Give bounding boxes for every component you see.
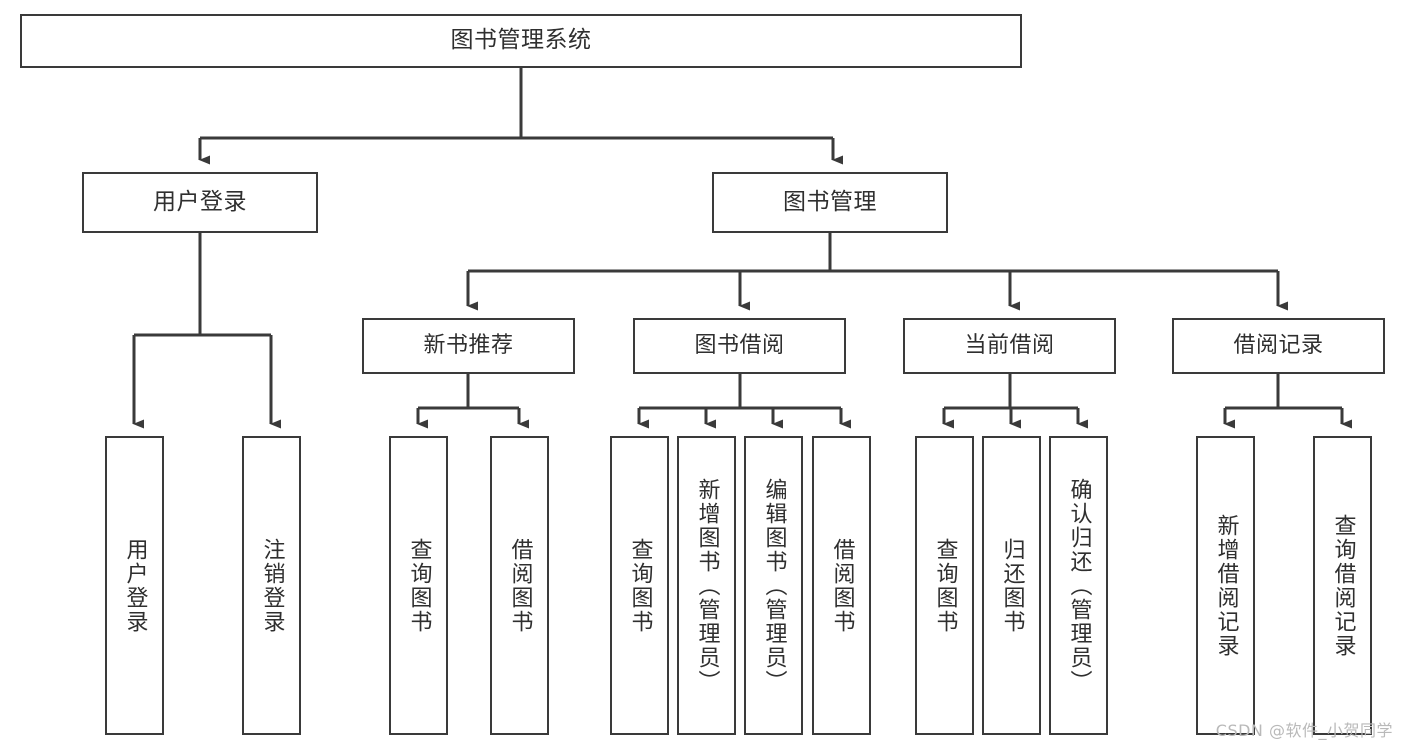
- node-leaf-current-borrow-return[interactable]: 归还图书: [982, 436, 1041, 735]
- csdn-watermark: CSDN @软件_小贺同学: [1215, 721, 1393, 740]
- node-leaf-label: 新增图书（管理员）: [694, 477, 720, 694]
- node-borrow-record-label: 借阅记录: [1233, 332, 1324, 358]
- node-new-book-recommend[interactable]: 新书推荐: [362, 318, 575, 374]
- node-leaf-book-borrow-query[interactable]: 查询图书: [610, 436, 669, 735]
- node-leaf-label: 借阅图书: [507, 537, 533, 634]
- node-book-management[interactable]: 图书管理: [712, 172, 948, 233]
- node-leaf-label: 查询图书: [932, 537, 958, 634]
- node-book-management-label: 图书管理: [783, 188, 877, 215]
- node-leaf-label: 查询图书: [627, 537, 653, 634]
- node-user-login[interactable]: 用户登录: [82, 172, 318, 233]
- node-leaf-label: 查询图书: [406, 537, 432, 634]
- node-leaf-label: 确认归还（管理员）: [1066, 477, 1092, 694]
- node-current-borrow-label: 当前借阅: [964, 332, 1055, 358]
- node-leaf-current-borrow-query[interactable]: 查询图书: [915, 436, 974, 735]
- node-leaf-user-login-login[interactable]: 用户登录: [105, 436, 164, 735]
- node-leaf-label: 新增借阅记录: [1213, 513, 1239, 658]
- node-leaf-label: 查询借阅记录: [1330, 513, 1356, 658]
- node-leaf-book-borrow-borrow[interactable]: 借阅图书: [812, 436, 871, 735]
- node-leaf-label: 编辑图书（管理员）: [761, 477, 787, 694]
- node-leaf-label: 归还图书: [999, 537, 1025, 634]
- node-leaf-label: 用户登录: [122, 537, 148, 634]
- node-current-borrow[interactable]: 当前借阅: [903, 318, 1116, 374]
- node-leaf-book-borrow-edit[interactable]: 编辑图书（管理员）: [744, 436, 803, 735]
- node-leaf-borrow-record-add[interactable]: 新增借阅记录: [1196, 436, 1255, 735]
- node-leaf-borrow-record-query[interactable]: 查询借阅记录: [1313, 436, 1372, 735]
- node-book-borrow-label: 图书借阅: [694, 332, 785, 358]
- node-new-book-recommend-label: 新书推荐: [423, 332, 514, 358]
- node-leaf-current-borrow-confirm-return[interactable]: 确认归还（管理员）: [1049, 436, 1108, 735]
- node-leaf-label: 借阅图书: [829, 537, 855, 634]
- node-borrow-record[interactable]: 借阅记录: [1172, 318, 1385, 374]
- node-root-label: 图书管理系统: [450, 27, 592, 54]
- node-leaf-user-login-logout[interactable]: 注销登录: [242, 436, 301, 735]
- node-book-borrow[interactable]: 图书借阅: [633, 318, 846, 374]
- node-user-login-label: 用户登录: [153, 188, 247, 215]
- node-leaf-book-borrow-add[interactable]: 新增图书（管理员）: [677, 436, 736, 735]
- node-leaf-label: 注销登录: [259, 537, 285, 634]
- node-root-book-management-system[interactable]: 图书管理系统: [20, 14, 1022, 68]
- node-leaf-new-book-borrow[interactable]: 借阅图书: [490, 436, 549, 735]
- node-leaf-new-book-query[interactable]: 查询图书: [389, 436, 448, 735]
